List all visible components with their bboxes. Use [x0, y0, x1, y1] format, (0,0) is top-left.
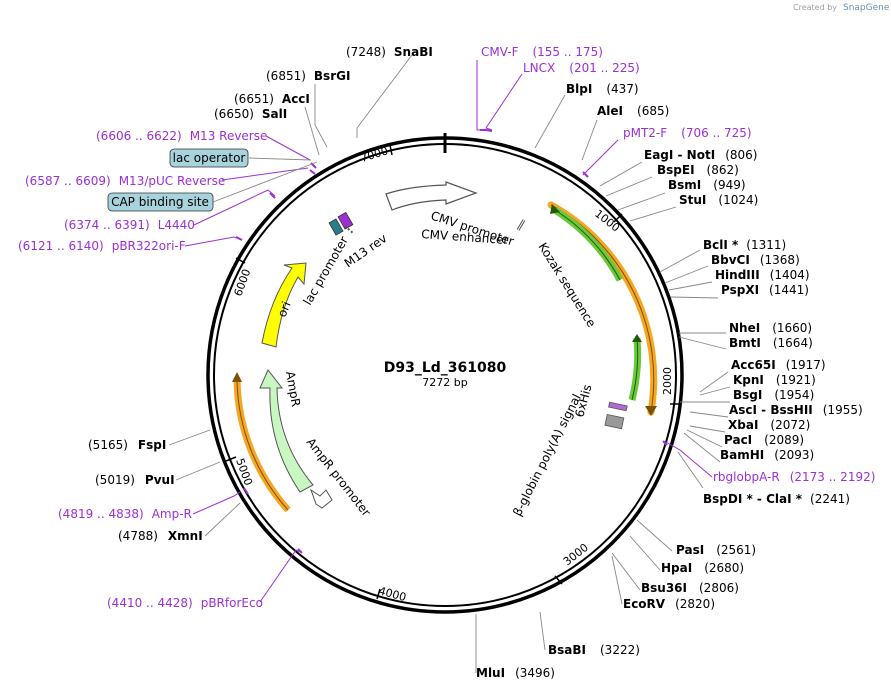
enzyme-nhei: NheI(1660) [729, 321, 812, 335]
tick-label-4000: 4000 [377, 584, 407, 604]
enzyme-bmti: BmtI(1664) [729, 336, 813, 350]
kozak-marker-inner [517, 219, 525, 231]
his-tag-box [608, 401, 628, 412]
enzyme-pasi: PasI(2561) [676, 543, 756, 557]
enzyme-stui: StuI(1024) [679, 193, 758, 207]
enzyme-sali: (6650)SalI [214, 107, 287, 121]
lac-promoter-box [328, 218, 344, 236]
cmv-enhancer-label: CMV enhancer [421, 227, 509, 247]
ori-label: ori [275, 299, 294, 319]
m13-rev-box [337, 211, 354, 230]
tick-label-5000: 5000 [233, 457, 255, 488]
enzyme-acci: (6651)AccI [234, 92, 310, 106]
tick-6000 [235, 257, 246, 264]
tick-label-6000: 6000 [232, 267, 254, 298]
ampr-arrow [259, 369, 314, 493]
enzyme-bspei: BspEI(862) [657, 163, 739, 177]
m13-rev-label: M13 rev [342, 231, 390, 270]
primer-rbglobpa-r: rbglobpA-R(2173 .. 2192) [713, 470, 875, 484]
snapgene-brand: SnapGene [843, 3, 890, 13]
primer-amp-r: (4819 .. 4838)Amp-R [58, 507, 192, 521]
enzyme-bspdi-clai: BspDI * - ClaI *(2241) [703, 492, 850, 506]
enzyme-bsrgi: (6851)BsrGI [266, 69, 350, 83]
enzyme-xbai: XbaI(2072) [728, 418, 810, 432]
primer-lncx: LNCX(201 .. 225) [523, 61, 640, 75]
cap-site-box [107, 192, 214, 212]
lac-operator-box [169, 148, 249, 168]
enzyme-bbvci: BbvCI(1368) [711, 253, 800, 267]
enzyme-leader-lines [168, 50, 731, 673]
plasmid-name: D93_Ld_361080 [384, 360, 507, 376]
lac-operator-label: lac operator [173, 151, 246, 165]
tick-1000 [613, 213, 623, 223]
enzyme-bsabi: BsaBI(3222) [548, 643, 640, 657]
enzyme-eagi-noti: EagI - NotI(806) [644, 148, 757, 162]
tick-4000 [376, 588, 381, 600]
enzyme-acc65i: Acc65I(1917) [731, 358, 826, 372]
ampr-label: AmpR [283, 370, 303, 408]
primer-pbr322ori-f: (6121 .. 6140)pBR322ori-F [18, 239, 186, 253]
bglobin-label: β-globin poly(A) signal [510, 392, 584, 519]
cmv-promoter-arrow [385, 181, 478, 211]
bglobin-box [604, 413, 625, 430]
ring-ticks [225, 144, 680, 600]
lac-operator-leader [248, 157, 312, 161]
orange-left-arrowhead [232, 372, 242, 382]
primer-cmv-f: CMV-F(155 .. 175) [481, 45, 603, 59]
enzyme-hindiii: HindIII(1404) [715, 268, 810, 282]
tick-5000 [225, 456, 237, 462]
tick-3000 [554, 575, 563, 585]
ori-arrow [261, 262, 307, 348]
enzyme-fspi: (5165)FspI [88, 438, 166, 452]
enzyme-blpi: BlpI(437) [566, 82, 639, 96]
enzyme-asci-bsshii: AscI - BssHII(1955) [729, 403, 863, 417]
kozak-label: Kozak sequence [535, 240, 598, 330]
green-top-arrowhead [550, 204, 560, 214]
enzyme-mlui: MluI(3496) [476, 666, 555, 680]
enzyme-hpai: HpaI(2680) [661, 561, 744, 575]
enzyme-pvui: (5019)PvuI [95, 473, 175, 487]
cap-site-leader [212, 161, 318, 203]
primer-m13-puc-reverse: (6587 .. 6609)M13/pUC Reverse [25, 174, 225, 188]
enzyme-alei: AleI(685) [597, 104, 669, 118]
primer-l4440: (6374 .. 6391)L4440 [64, 218, 195, 232]
enzyme-paci: PacI(2089) [724, 433, 804, 447]
tick-label-2000: 2000 [661, 367, 674, 395]
enzyme-pspxi: PspXI(1441) [721, 283, 809, 297]
lac-operator-mark [344, 225, 355, 235]
orange-feature-arc-left-core [236, 377, 289, 511]
enzyme-kpni: KpnI(1921) [733, 373, 816, 387]
orange-right-arrowhead [645, 406, 657, 416]
enzyme-bsmi: BsmI(949) [668, 178, 746, 192]
ampr-promoter-label: AmpR promoter [304, 435, 374, 519]
created-by-text: Created by [793, 3, 837, 12]
tick-label-7000: 7000 [359, 144, 390, 165]
primer-m13-reverse: (6606 .. 6622)M13 Reverse [96, 129, 267, 143]
green-mid-arrowhead [632, 334, 642, 342]
primer-pmt2-f: pMT2-F(706 .. 725) [623, 126, 752, 140]
primer-leader-lines [184, 60, 713, 603]
enzyme-ecorv: EcoRV(2820) [623, 597, 715, 611]
enzyme-bsgi: BsgI(1954) [733, 388, 814, 402]
ampr-promoter-arrow [310, 488, 333, 509]
enzyme-bamhi: BamHI(2093) [720, 448, 814, 462]
tick-7000 [389, 144, 393, 156]
enzyme-bsu36i: Bsu36I(2806) [641, 581, 739, 595]
plasmid-size: 7272 bp [422, 376, 467, 389]
enzyme-snabi: (7248)SnaBI [346, 45, 433, 59]
enzyme-xmni: (4788)XmnI [118, 529, 203, 543]
enzyme-bcli: BclI *(1311) [703, 238, 786, 252]
cap-site-label: CAP binding site [111, 195, 209, 209]
lac-promoter-label: lac promoter [300, 234, 351, 308]
primer-pbrforeco: (4410 .. 4428)pBRforEco [107, 596, 263, 610]
green-feature-arc-top-core [554, 209, 621, 281]
